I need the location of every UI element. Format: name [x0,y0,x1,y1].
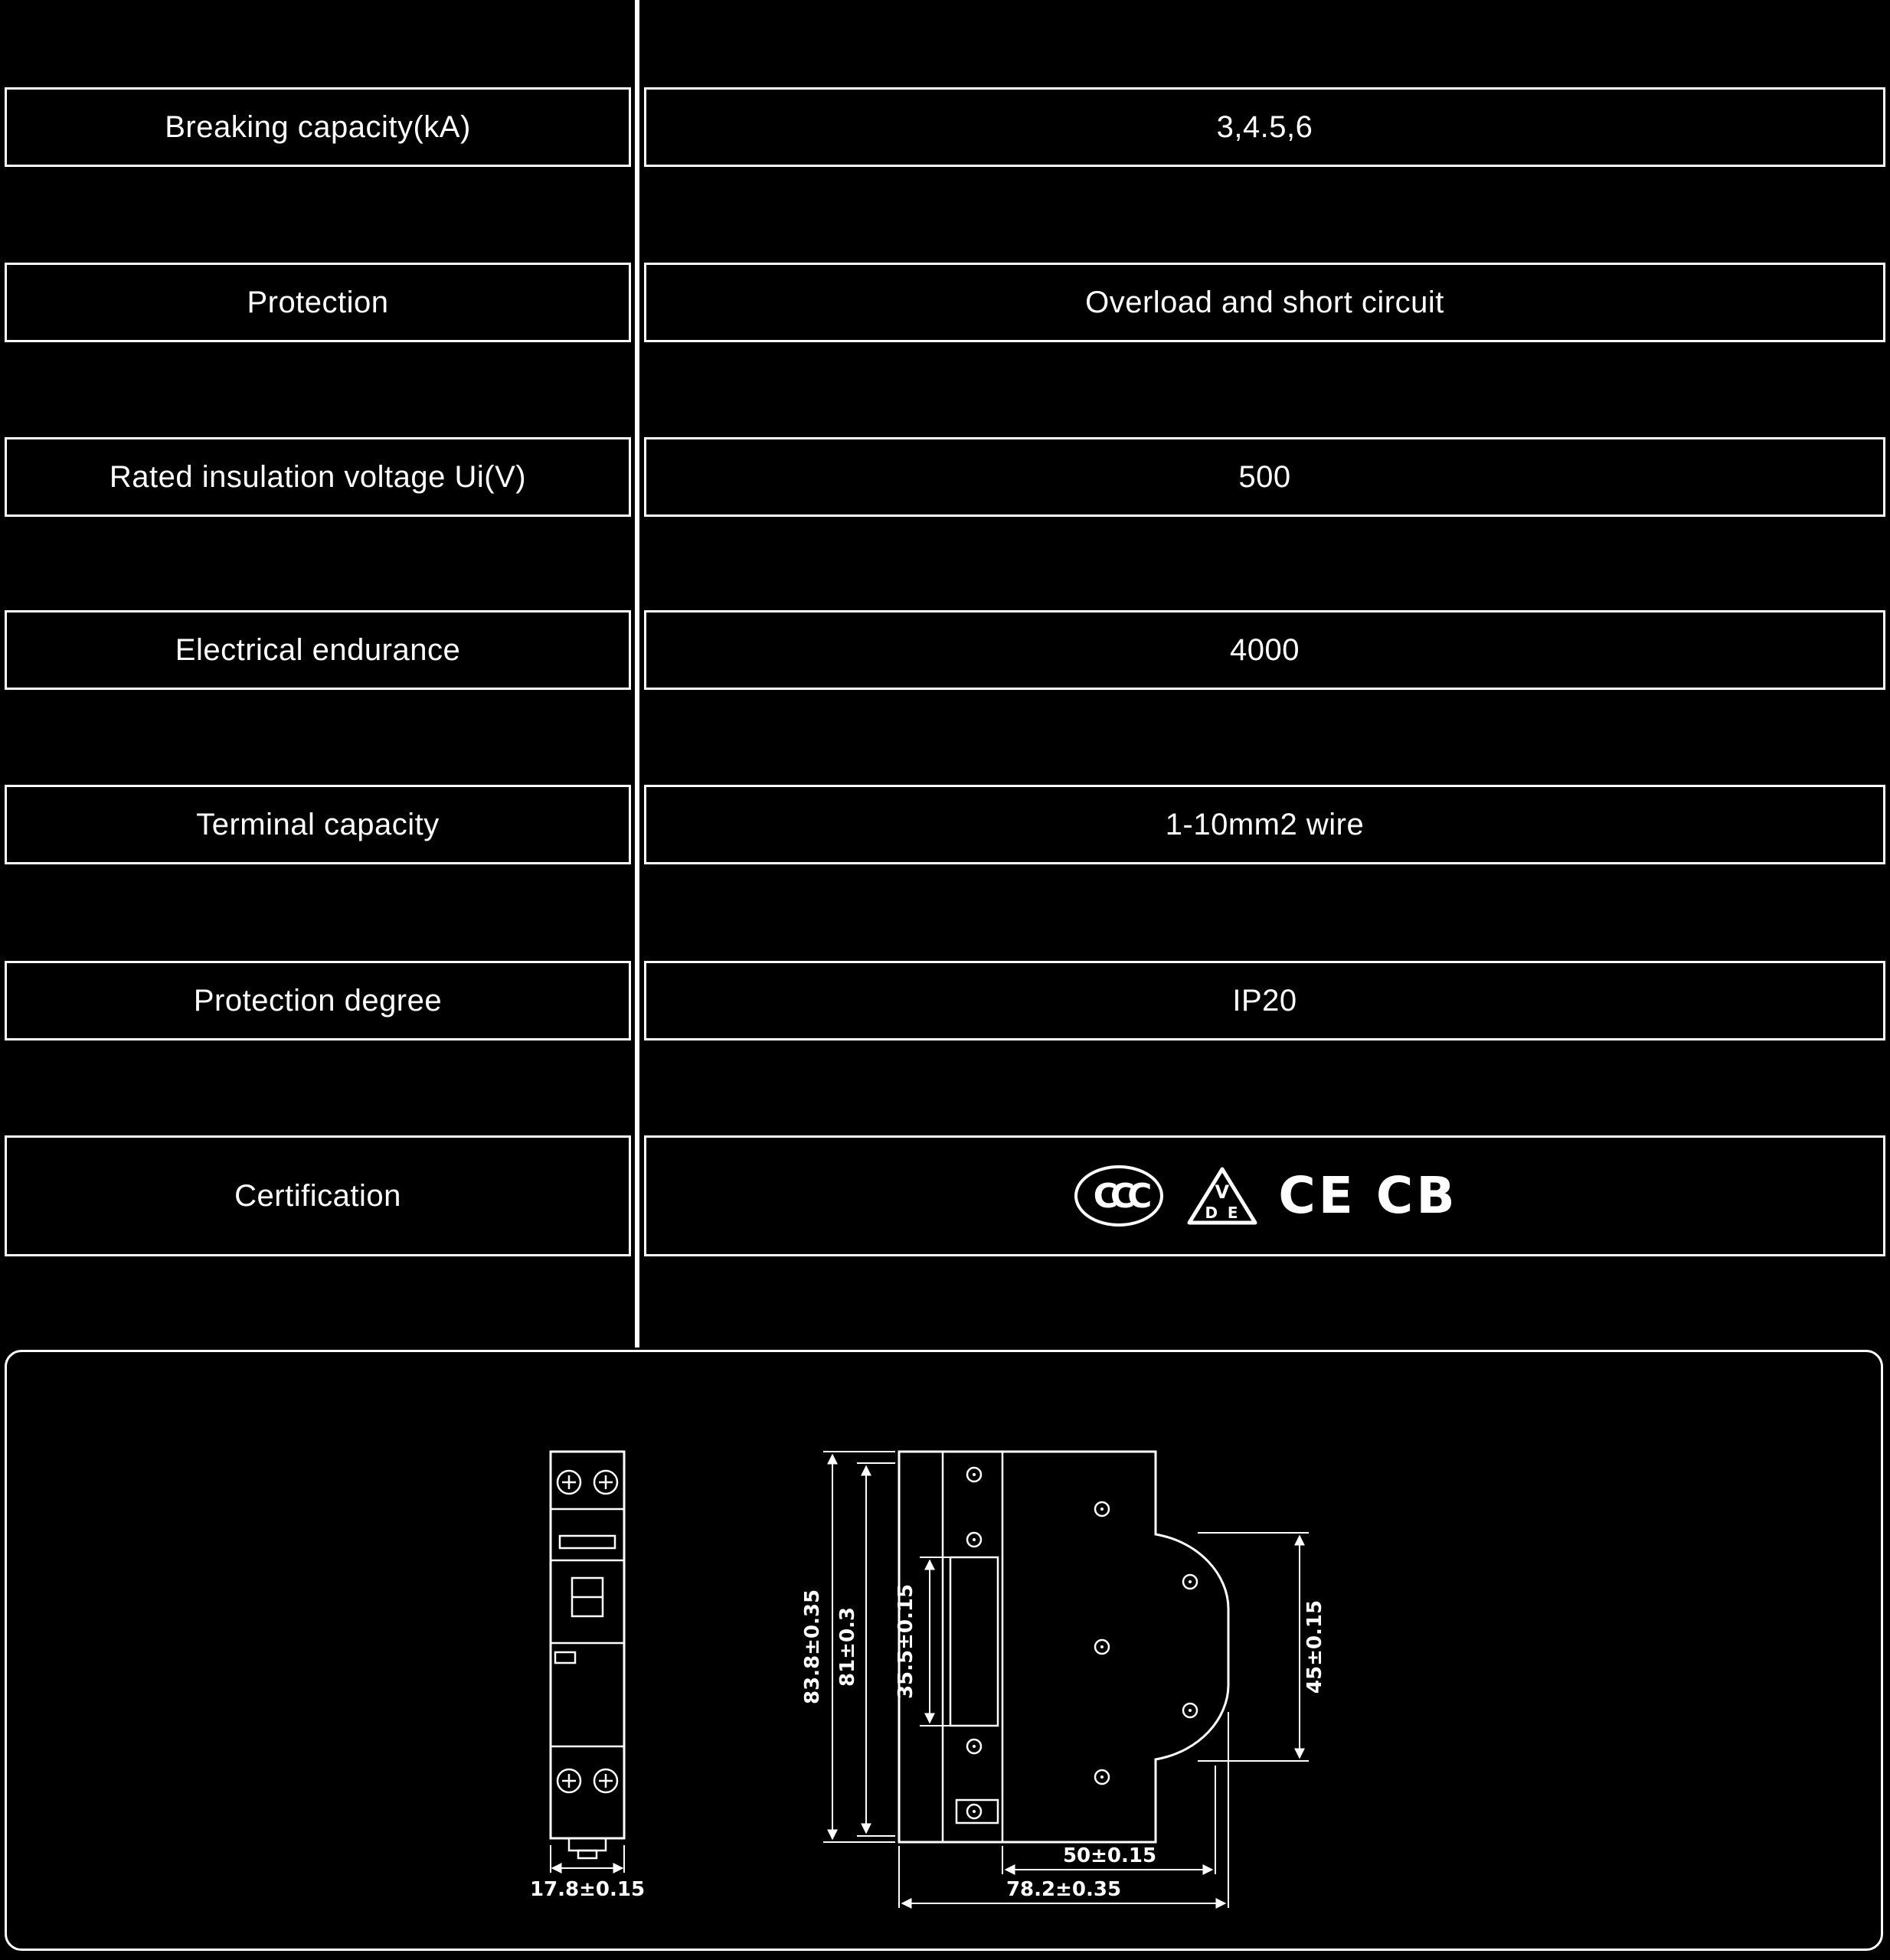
spec-value: Overload and short circuit [644,263,1885,342]
spec-value: 4000 [644,610,1885,690]
vde-mark-letter-d: D [1205,1204,1218,1222]
spec-label: Electrical endurance [5,610,631,690]
ccc-mark-text: CCC [1094,1177,1151,1216]
spec-row-terminal-capacity: Terminal capacity 1-10mm2 wire [0,785,1890,864]
spec-row-protection-degree: Protection degree IP20 [0,961,1890,1040]
spec-row-electrical-endurance: Electrical endurance 4000 [0,610,1890,690]
vde-certification-icon: V D E [1187,1167,1257,1225]
cb-mark: CB [1375,1166,1458,1225]
body-height-dimension-label: 81±0.3 [836,1607,859,1687]
side-view-drawing: 83.8±0.35 81±0.3 35.5±0.15 45±0.15 50±0.… [801,1450,1326,1909]
ccc-certification-icon: CCC [1074,1165,1164,1227]
vde-mark-letter-e: E [1228,1204,1238,1222]
dimension-drawing: 17.8±0.15 [530,1450,1326,1909]
spec-label: Certification [5,1135,631,1256]
spec-label: Terminal capacity [5,785,631,864]
spec-value: 1-10mm2 wire [644,785,1885,864]
spec-row-certification: Certification CCC V D E CE CB [0,1135,1890,1256]
depth-dimension-label: 78.2±0.35 [1006,1878,1121,1901]
table-column-divider [635,0,639,1348]
clip-height-dimension-label: 45±0.15 [1303,1600,1326,1694]
vde-mark-letter-v: V [1215,1181,1230,1203]
window-height-dimension-label: 35.5±0.15 [894,1584,917,1699]
front-width-dimension-label: 17.8±0.15 [530,1878,645,1901]
certification-logos: CCC V D E CE CB [1071,1163,1457,1229]
spec-value: 500 [644,437,1885,517]
spec-label: Breaking capacity(kA) [5,87,631,167]
certification-marks-cell: CCC V D E CE CB [644,1135,1885,1256]
spec-label: Protection degree [5,961,631,1040]
spec-label: Rated insulation voltage Ui(V) [5,437,631,517]
overall-height-dimension-label: 83.8±0.35 [801,1589,824,1704]
spec-row-breaking-capacity: Breaking capacity(kA) 3,4.5,6 [0,87,1890,167]
front-view-drawing: 17.8±0.15 [530,1450,645,1901]
spec-row-protection: Protection Overload and short circuit [0,263,1890,342]
spec-value: IP20 [644,961,1885,1040]
dimension-drawing-panel: 17.8±0.15 [5,1350,1883,1951]
spec-value: 3,4.5,6 [644,87,1885,167]
rail-width-dimension-label: 50±0.15 [1063,1844,1156,1867]
spec-label: Protection [5,263,631,342]
ce-mark: CE [1278,1166,1356,1225]
spec-row-insulation-voltage: Rated insulation voltage Ui(V) 500 [0,437,1890,517]
rivet-marks [966,1466,1198,1820]
